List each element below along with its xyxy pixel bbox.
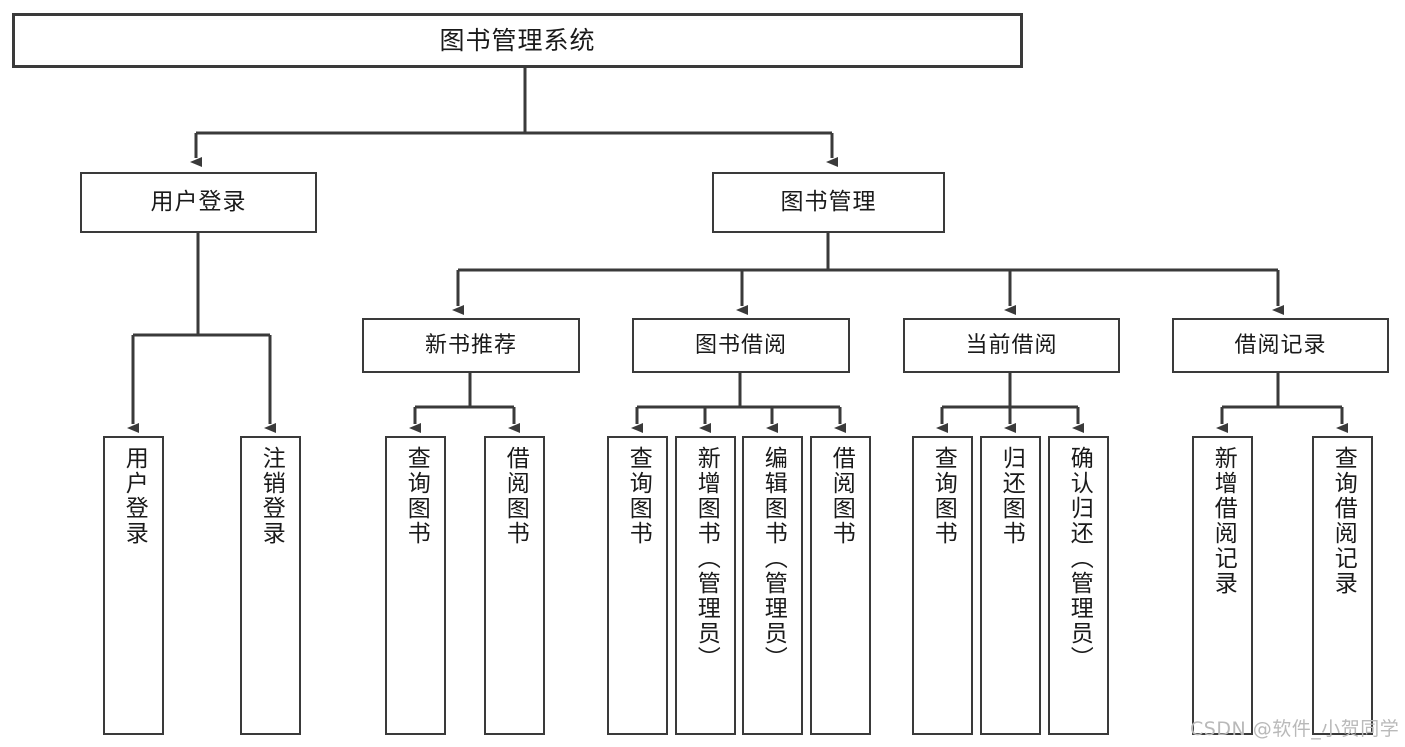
leaf-current-return-book-label: 归还图书: [998, 446, 1025, 546]
node-user-login-label: 用户登录: [150, 189, 247, 215]
leaf-current-query-book-label: 查询图书: [930, 446, 957, 546]
leaf-record-query-record[interactable]: 查询借阅记录: [1312, 436, 1373, 735]
leaf-borrow-borrow-book-label: 借阅图书: [828, 446, 855, 546]
node-book-management-label: 图书管理: [780, 189, 877, 215]
leaf-user-login-logout[interactable]: 注销登录: [240, 436, 301, 735]
node-new-book-recommend[interactable]: 新书推荐: [362, 318, 580, 373]
leaf-user-login-login[interactable]: 用户登录: [103, 436, 164, 735]
node-user-login[interactable]: 用户登录: [80, 172, 317, 233]
leaf-borrow-edit-book[interactable]: 编辑图书（管理员）: [742, 436, 803, 735]
leaf-user-login-logout-label: 注销登录: [258, 446, 285, 546]
leaf-record-add-record-label: 新增借阅记录: [1210, 446, 1237, 596]
node-book-management[interactable]: 图书管理: [712, 172, 945, 233]
leaf-borrow-query-book-label: 查询图书: [625, 446, 652, 546]
node-book-borrow[interactable]: 图书借阅: [632, 318, 850, 373]
node-current-borrow-label: 当前借阅: [965, 332, 1058, 358]
leaf-current-confirm-return-label: 确认归还（管理员）: [1066, 446, 1093, 671]
leaf-current-confirm-return[interactable]: 确认归还（管理员）: [1048, 436, 1109, 735]
leaf-record-add-record[interactable]: 新增借阅记录: [1192, 436, 1253, 735]
node-borrow-record[interactable]: 借阅记录: [1172, 318, 1389, 373]
leaf-borrow-add-book[interactable]: 新增图书（管理员）: [675, 436, 736, 735]
node-book-borrow-label: 图书借阅: [694, 332, 787, 358]
leaf-current-return-book[interactable]: 归还图书: [980, 436, 1041, 735]
leaf-current-query-book[interactable]: 查询图书: [912, 436, 973, 735]
node-root[interactable]: 图书管理系统: [12, 13, 1023, 68]
node-root-label: 图书管理系统: [439, 26, 596, 55]
node-borrow-record-label: 借阅记录: [1234, 332, 1327, 358]
leaf-borrow-borrow-book[interactable]: 借阅图书: [810, 436, 871, 735]
leaf-recommend-query-book-label: 查询图书: [403, 446, 430, 546]
leaf-recommend-borrow-book-label: 借阅图书: [502, 446, 529, 546]
leaf-borrow-add-book-label: 新增图书（管理员）: [693, 446, 720, 671]
leaf-borrow-query-book[interactable]: 查询图书: [607, 436, 668, 735]
leaf-record-query-record-label: 查询借阅记录: [1330, 446, 1357, 596]
node-new-book-recommend-label: 新书推荐: [424, 332, 517, 358]
leaf-user-login-login-label: 用户登录: [121, 446, 148, 546]
csdn-watermark: CSDN @软件_小贺同学: [1190, 718, 1400, 740]
leaf-recommend-borrow-book[interactable]: 借阅图书: [484, 436, 545, 735]
node-current-borrow[interactable]: 当前借阅: [903, 318, 1120, 373]
leaf-borrow-edit-book-label: 编辑图书（管理员）: [760, 446, 787, 671]
leaf-recommend-query-book[interactable]: 查询图书: [385, 436, 446, 735]
